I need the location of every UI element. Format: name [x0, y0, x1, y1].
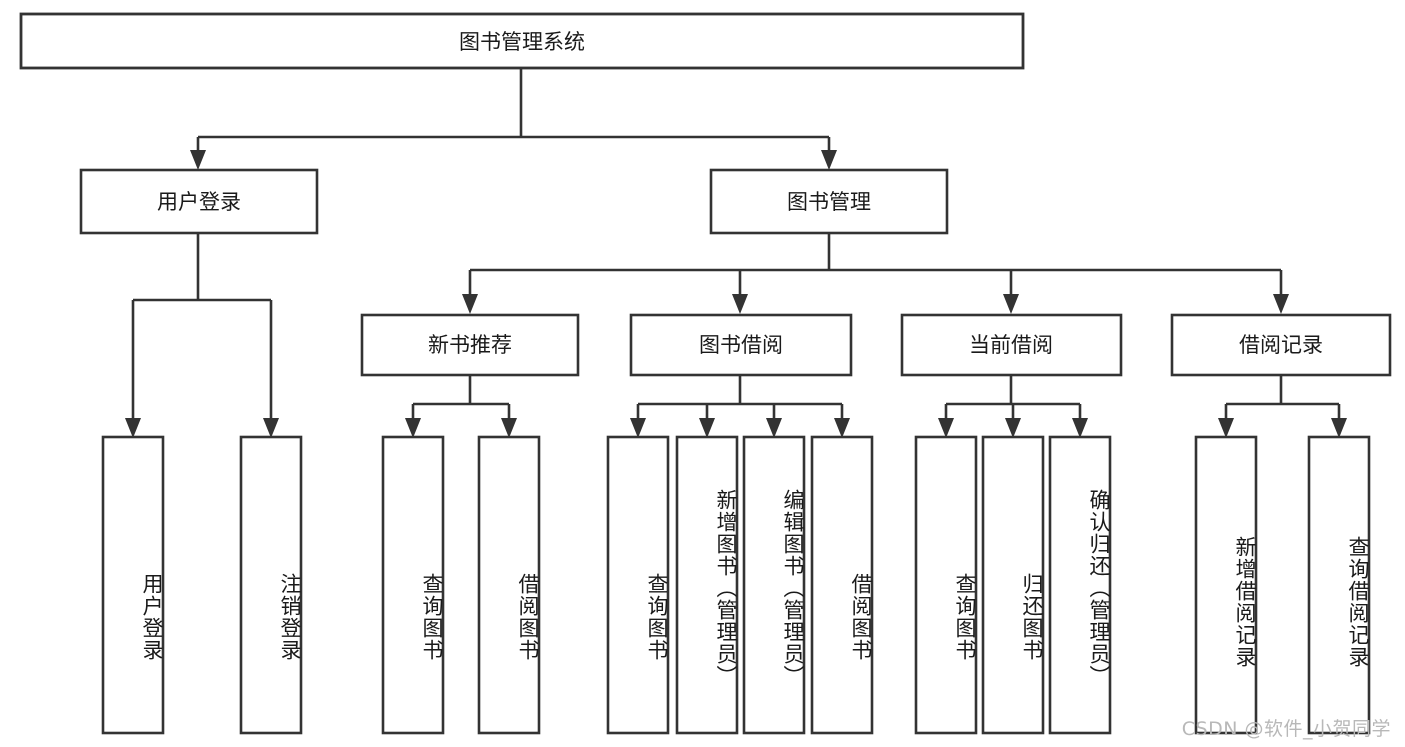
node-current-borrow-rect[interactable] [900, 313, 1123, 377]
arrowhead-book-borrow [732, 294, 748, 314]
node-new-book-rec-label: 新书推荐 [428, 333, 512, 357]
node-current-borrow[interactable]: 当前借阅 [900, 313, 1123, 377]
csdn-watermark: CSDN @软件_小贺同学 [1181, 718, 1391, 740]
arrowhead-leaf-query-book-rec [405, 418, 421, 438]
leaf-rect-confirm-return[interactable] [1048, 435, 1112, 735]
leaf-rect-edit-book[interactable] [742, 435, 806, 735]
leaf-rect-user-login[interactable] [101, 435, 165, 735]
connector-group-borrow-record [1218, 375, 1347, 438]
connector-group-book-manage [462, 233, 1289, 314]
leaf-rect-logout[interactable] [239, 435, 303, 735]
connector-group-book-borrow [630, 375, 850, 438]
connector-group-current-borrow [938, 375, 1088, 438]
node-user-login[interactable]: 用户登录 [79, 168, 319, 235]
connector-group-root [190, 68, 837, 170]
leaf-node-query-record[interactable] [1307, 435, 1371, 735]
leaf-node-borrow-book-rec[interactable] [477, 435, 541, 735]
leaf-rect-borrow-book[interactable] [810, 435, 874, 735]
arrowhead-new-book-rec [462, 294, 478, 314]
arrowhead-leaf-borrow-book-rec [501, 418, 517, 438]
leaf-node-logout[interactable] [239, 435, 303, 735]
leaf-rect-return-book[interactable] [981, 435, 1045, 735]
leaf-node-query-book-current[interactable] [914, 435, 978, 735]
arrowhead-leaf-query-book-borrow [630, 418, 646, 438]
leaf-rect-query-book-borrow[interactable] [606, 435, 670, 735]
arrowhead-leaf-edit-book [766, 418, 782, 438]
leaf-rect-add-book[interactable] [675, 435, 739, 735]
arrowhead-current-borrow [1003, 294, 1019, 314]
arrowhead-user-login [190, 150, 206, 170]
node-root-rect[interactable] [19, 12, 1025, 70]
arrowhead-leaf-user-login [125, 418, 141, 438]
node-book-manage-label: 图书管理 [787, 190, 871, 214]
node-borrow-record[interactable]: 借阅记录 [1170, 313, 1392, 377]
leaf-rect-add-record[interactable] [1194, 435, 1258, 735]
leaf-node-confirm-return[interactable] [1048, 435, 1112, 735]
leaf-node-user-login[interactable] [101, 435, 165, 735]
node-root[interactable]: 图书管理系统 [19, 12, 1025, 70]
node-book-borrow-rect[interactable] [629, 313, 853, 377]
node-current-borrow-label: 当前借阅 [969, 333, 1053, 357]
leaf-rect-query-book-rec[interactable] [381, 435, 445, 735]
leaf-node-query-book-rec[interactable] [381, 435, 445, 735]
leaf-node-borrow-book[interactable] [810, 435, 874, 735]
arrowhead-leaf-query-book-current [938, 418, 954, 438]
node-new-book-rec-rect[interactable] [360, 313, 580, 377]
node-borrow-record-label: 借阅记录 [1239, 333, 1323, 357]
leaf-node-add-record[interactable] [1194, 435, 1258, 735]
arrowhead-leaf-query-record [1331, 418, 1347, 438]
node-new-book-rec[interactable]: 新书推荐 [360, 313, 580, 377]
arrowhead-leaf-confirm-return [1072, 418, 1088, 438]
arrowhead-leaf-borrow-book [834, 418, 850, 438]
connector-group-user-login [125, 233, 279, 438]
node-book-manage-rect[interactable] [709, 168, 949, 235]
arrowhead-leaf-add-book [699, 418, 715, 438]
node-book-borrow-label: 图书借阅 [699, 333, 783, 357]
node-book-borrow[interactable]: 图书借阅 [629, 313, 853, 377]
arrowhead-leaf-logout [263, 418, 279, 438]
leaf-rect-borrow-book-rec[interactable] [477, 435, 541, 735]
leaf-node-query-book-borrow[interactable] [606, 435, 670, 735]
node-book-manage[interactable]: 图书管理 [709, 168, 949, 235]
node-user-login-label: 用户登录 [157, 190, 241, 214]
arrowhead-leaf-return-book [1005, 418, 1021, 438]
arrowhead-leaf-add-record [1218, 418, 1234, 438]
node-root-label: 图书管理系统 [459, 30, 585, 54]
node-borrow-record-rect[interactable] [1170, 313, 1392, 377]
leaf-node-add-book[interactable] [675, 435, 739, 735]
leaf-node-return-book[interactable] [981, 435, 1045, 735]
node-user-login-rect[interactable] [79, 168, 319, 235]
arrowhead-borrow-record [1273, 294, 1289, 314]
leaf-node-edit-book[interactable] [742, 435, 806, 735]
leaf-rect-query-record[interactable] [1307, 435, 1371, 735]
leaf-rect-query-book-current[interactable] [914, 435, 978, 735]
connector-group-new-book-rec [405, 375, 517, 438]
arrowhead-book-manage [821, 150, 837, 170]
